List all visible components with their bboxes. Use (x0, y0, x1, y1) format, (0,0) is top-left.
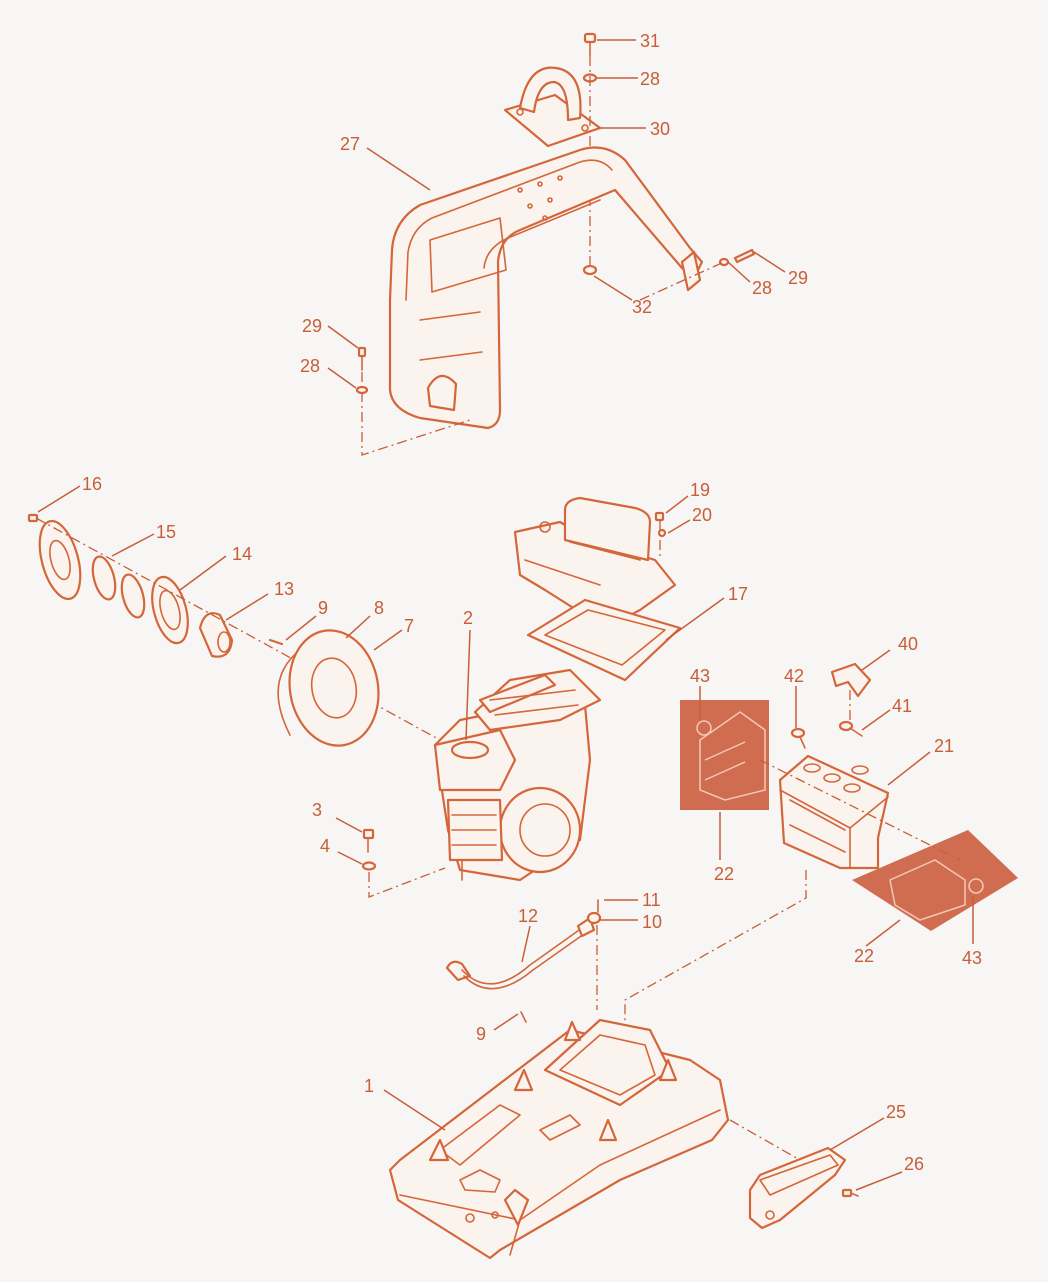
bolt-31 (583, 32, 597, 57)
key-9 (268, 638, 284, 646)
callout-16: 16 (82, 474, 102, 494)
pulley-7 (288, 629, 380, 747)
callout-31: 31 (640, 31, 660, 51)
callout-28-right: 28 (752, 278, 772, 298)
callout-1: 1 (364, 1076, 374, 1096)
bolt-29-right (718, 248, 756, 267)
callout-30: 30 (650, 119, 670, 139)
bolt-axis (368, 867, 446, 898)
callout-4: 4 (320, 836, 330, 856)
callout-22-upper: 22 (714, 864, 734, 884)
axis-line-left (361, 372, 471, 456)
ring-15b (120, 573, 146, 619)
axis-line-right (639, 261, 725, 301)
callout-7: 7 (404, 616, 414, 636)
hose-12 (445, 916, 596, 990)
gasket-17 (526, 598, 682, 682)
bracket-40 (830, 662, 872, 698)
base-plate-1 (388, 1018, 730, 1260)
callout-41: 41 (892, 696, 912, 716)
bolt-3-4 (361, 828, 377, 871)
leader-lines (37, 39, 974, 1191)
callout-17: 17 (728, 584, 748, 604)
side-cover-25 (748, 1146, 847, 1230)
clutch-disc (151, 575, 189, 645)
callout-2: 2 (463, 608, 473, 628)
callout-27: 27 (340, 134, 360, 154)
callout-14: 14 (232, 544, 252, 564)
callout-28-top: 28 (640, 69, 660, 89)
callout-13: 13 (274, 579, 294, 599)
pin-9-lower (520, 1011, 527, 1023)
callout-28-left: 28 (300, 356, 320, 376)
callout-11: 11 (642, 890, 661, 910)
panel-22-upper (680, 700, 769, 810)
handle-frame (388, 146, 704, 430)
callout-32: 32 (632, 297, 652, 317)
callout-29-right: 29 (788, 268, 808, 288)
ring-15a (91, 555, 117, 601)
callout-29-left: 29 (302, 316, 322, 336)
cover-axis (729, 1119, 801, 1161)
nut-32 (582, 264, 598, 276)
callout-15: 15 (156, 522, 176, 542)
bolt-19-20 (654, 511, 667, 538)
callout-42: 42 (784, 666, 804, 686)
battery-axis (759, 759, 961, 861)
terminal-41 (838, 720, 863, 737)
callout-12: 12 (518, 906, 538, 926)
fuel-tank (513, 496, 677, 630)
callout-19: 19 (690, 480, 710, 500)
engine (433, 668, 602, 882)
hub-13 (198, 612, 234, 658)
callout-9-upper: 9 (318, 598, 328, 618)
bolt-16 (27, 513, 39, 523)
callout-21: 21 (934, 736, 954, 756)
flange-plate (38, 519, 82, 601)
panel-22-lower (852, 830, 1018, 931)
battery-21 (778, 754, 890, 870)
callout-10: 10 (642, 912, 662, 932)
callout-25: 25 (886, 1102, 906, 1122)
callout-labels: 31 28 30 27 29 28 32 29 28 16 15 14 13 9… (82, 31, 982, 1174)
fitting-10 (586, 911, 602, 925)
callout-26: 26 (904, 1154, 924, 1174)
callout-8: 8 (374, 598, 384, 618)
lifting-bracket (503, 66, 602, 148)
callout-9-lower: 9 (476, 1024, 486, 1044)
callout-20: 20 (692, 505, 712, 525)
callout-40: 40 (898, 634, 918, 654)
terminal-42 (790, 727, 806, 749)
callout-22-lower: 22 (854, 946, 874, 966)
callout-3: 3 (312, 800, 322, 820)
callout-43-lower: 43 (962, 948, 982, 968)
callout-43-upper: 43 (690, 666, 710, 686)
bolt-26 (841, 1188, 859, 1198)
